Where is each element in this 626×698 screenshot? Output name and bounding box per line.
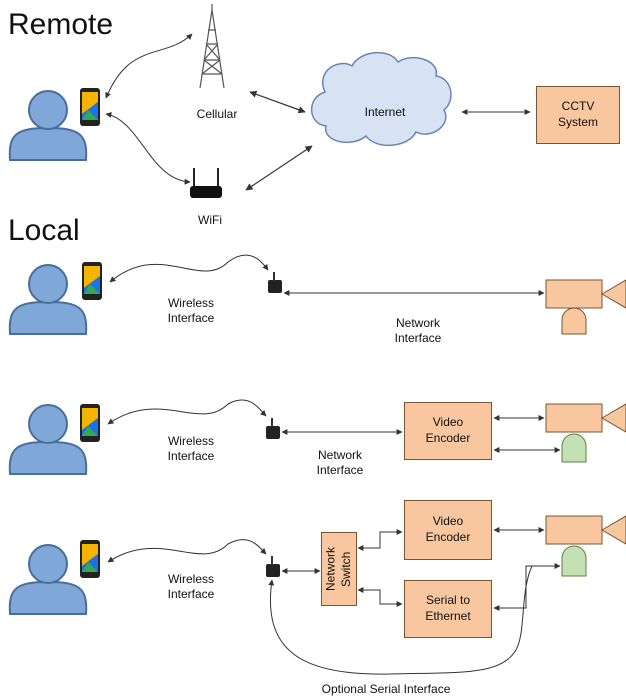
local3-switch-serial-link: [357, 587, 403, 607]
local-scenario-2: [8, 399, 626, 475]
internet-cloud-icon: [310, 51, 452, 147]
local3-camera-icon: [545, 515, 626, 545]
local3-phone-icon: [80, 540, 100, 578]
local2-wireless-label: Wireless Interface: [167, 434, 215, 463]
local2-camera-icon: [545, 403, 626, 433]
cell-tower-icon: [199, 4, 225, 89]
local-heading: Local: [8, 214, 80, 247]
local-scenario-3: [8, 515, 626, 675]
local1-adapter-icon: [268, 272, 282, 293]
cctv-system-box: CCTV System: [536, 86, 620, 144]
local1-camera-icon: [545, 279, 626, 309]
local2-phone-icon: [80, 404, 100, 442]
remote-section: [8, 4, 531, 198]
local3-network-switch-box: Network Switch: [321, 532, 357, 606]
local1-dome-icon: [561, 307, 587, 335]
local1-wireless-label: Wireless Interface: [167, 296, 215, 325]
local1-phone-icon: [82, 262, 102, 300]
wifi-router-icon: [190, 168, 222, 198]
local2-person-icon: [8, 404, 88, 475]
local3-dome-icon: [561, 545, 587, 577]
local1-person-icon: [8, 264, 88, 335]
phone-to-wifi-arrow: [105, 111, 191, 185]
local3-wireless-label: Wireless Interface: [167, 572, 215, 601]
local2-adapter-icon: [266, 418, 280, 439]
remote-phone-icon: [80, 88, 100, 126]
local1-wireless-link: [109, 254, 269, 283]
local-scenario-1: [8, 254, 626, 335]
internet-label: Internet: [364, 105, 406, 119]
local3-serial-ethernet-box: Serial to Ethernet: [404, 580, 492, 638]
remote-heading: Remote: [8, 8, 114, 41]
local3-person-icon: [8, 544, 88, 615]
wifi-to-internet-arrow: [245, 145, 313, 191]
local1-network-label: Network Interface: [394, 316, 442, 345]
local2-dome-icon: [561, 433, 587, 463]
local2-video-encoder-box: Video Encoder: [404, 402, 492, 460]
local3-switch-encoder-link: [357, 529, 403, 551]
phone-to-tower-arrow: [105, 33, 193, 99]
tower-to-internet-arrow: [249, 90, 306, 114]
local3-optional-serial-link: [268, 565, 533, 675]
local2-wireless-link: [107, 399, 267, 425]
local3-serial-dome-link: [493, 563, 561, 611]
local3-wireless-link: [107, 539, 267, 563]
local2-network-label: Network Interface: [316, 448, 364, 477]
cellular-label: Cellular: [196, 107, 238, 121]
local3-optional-serial-label: Optional Serial Interface: [321, 682, 451, 696]
remote-person-icon: [8, 90, 88, 161]
wifi-label: WiFi: [198, 213, 222, 227]
local3-video-encoder-box: Video Encoder: [404, 500, 492, 560]
local3-adapter-icon: [266, 556, 280, 577]
